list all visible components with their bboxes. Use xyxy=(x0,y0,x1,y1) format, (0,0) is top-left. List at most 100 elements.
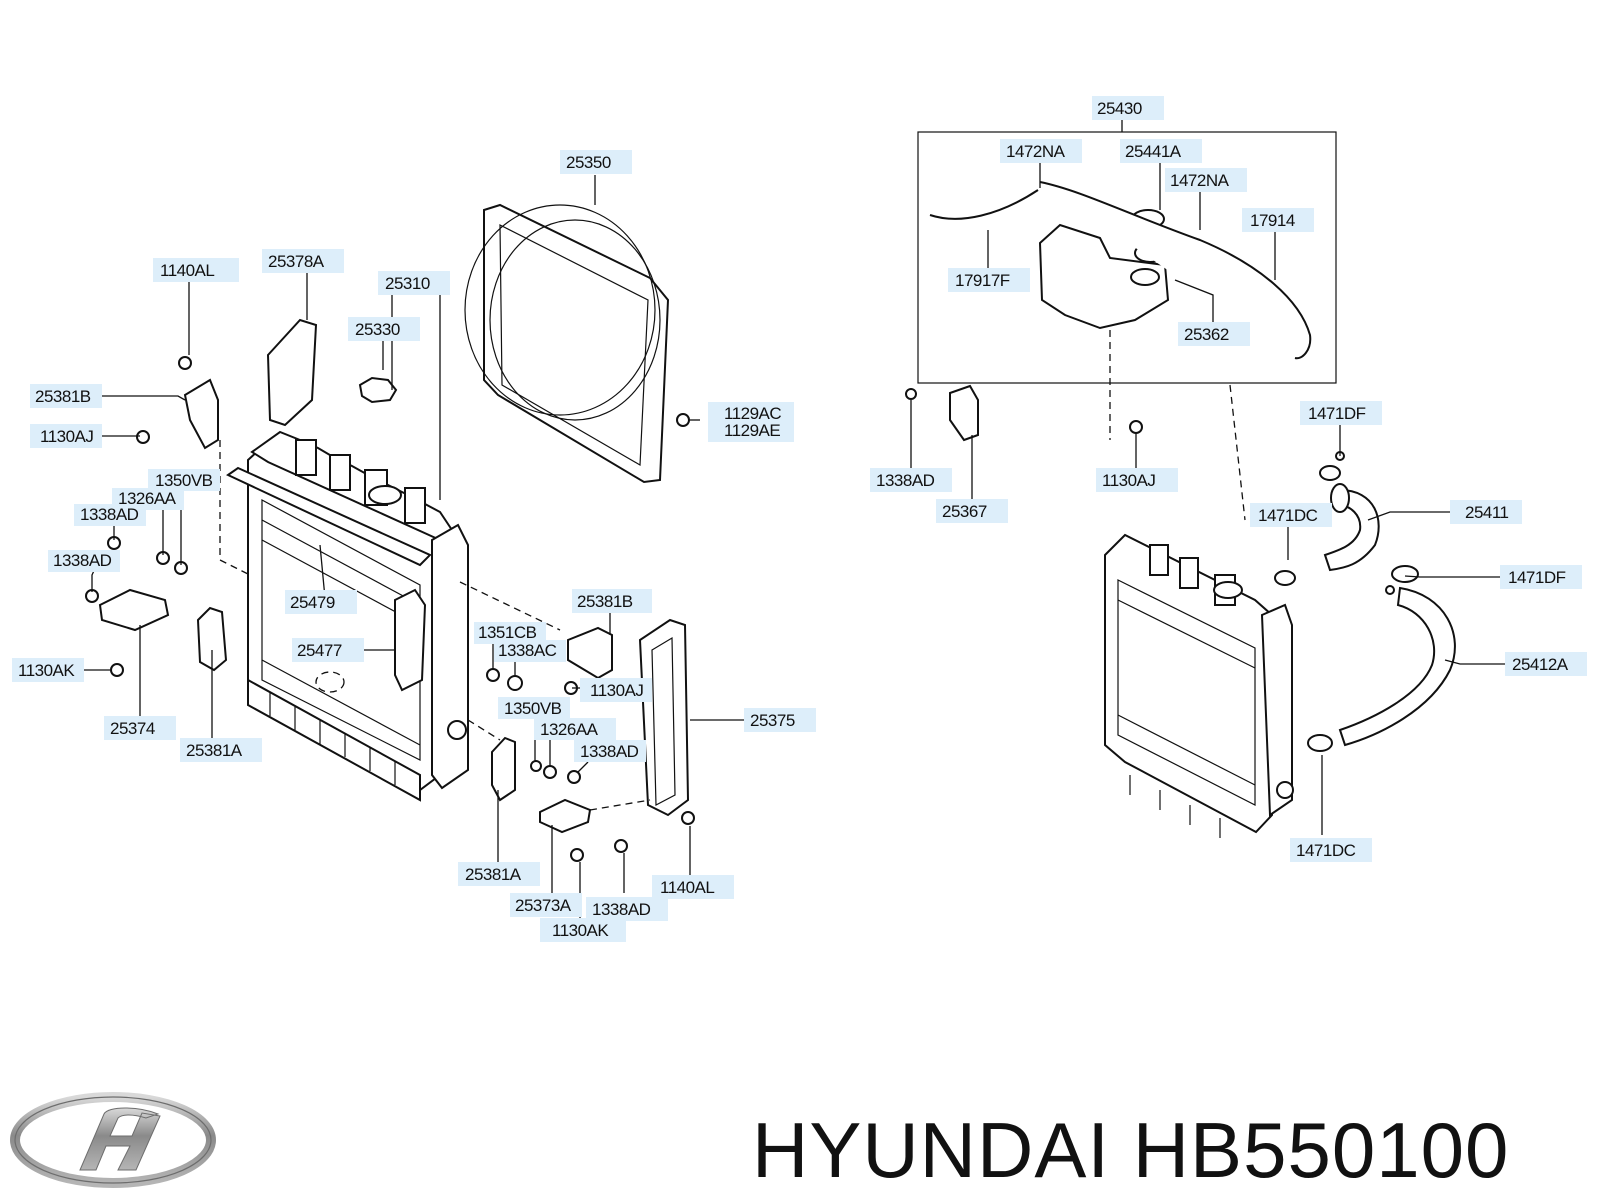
callout-1472NA-a: 1472NA xyxy=(1000,139,1082,163)
svg-text:25310: 25310 xyxy=(385,274,430,293)
svg-text:1338AD: 1338AD xyxy=(876,471,935,490)
svg-text:1326AA: 1326AA xyxy=(118,489,177,508)
callout-25479: 25479 xyxy=(285,590,357,614)
callout-1471DF-a: 1471DF xyxy=(1300,401,1382,425)
callout-25441A: 25441A xyxy=(1120,139,1202,163)
callout-25378A: 25378A xyxy=(262,249,344,273)
svg-text:1471DF: 1471DF xyxy=(1308,404,1366,423)
callout-25374: 25374 xyxy=(104,716,176,740)
svg-text:25381B: 25381B xyxy=(35,387,91,406)
svg-text:25374: 25374 xyxy=(110,719,155,738)
svg-text:1140AL: 1140AL xyxy=(160,261,214,280)
callout-17917F: 17917F xyxy=(948,268,1030,292)
leader-lines xyxy=(76,118,1510,918)
svg-text:17914: 17914 xyxy=(1250,211,1295,230)
svg-text:25479: 25479 xyxy=(290,593,335,612)
svg-text:1338AD: 1338AD xyxy=(592,900,651,919)
svg-text:1130AK: 1130AK xyxy=(18,661,75,680)
callout-25381B-b: 25381B xyxy=(572,589,652,613)
svg-text:1351CB: 1351CB xyxy=(478,623,537,642)
svg-text:25477: 25477 xyxy=(297,641,342,660)
callout-25367: 25367 xyxy=(936,499,1008,523)
svg-text:1338AD: 1338AD xyxy=(53,551,112,570)
svg-text:1471DC: 1471DC xyxy=(1258,506,1318,525)
callout-25310: 25310 xyxy=(378,271,450,295)
callout-25412A: 25412A xyxy=(1505,652,1587,676)
svg-text:25412A: 25412A xyxy=(1512,655,1569,674)
callout-1130AJ-a: 1130AJ xyxy=(30,424,102,448)
callout-1326AA-b: 1326AA xyxy=(534,718,616,740)
callout-25330: 25330 xyxy=(348,317,420,341)
brand-part-number: HYUNDAI HB550100 xyxy=(752,1106,1510,1194)
callout-25350: 25350 xyxy=(560,150,632,174)
svg-text:1130AJ: 1130AJ xyxy=(1102,471,1155,490)
callout-1338AC: 1338AC xyxy=(494,640,566,662)
callout-1130AK-b: 1130AK xyxy=(540,918,626,942)
svg-text:25362: 25362 xyxy=(1184,325,1229,344)
svg-text:25367: 25367 xyxy=(942,502,987,521)
svg-text:1129AE: 1129AE xyxy=(724,421,780,440)
svg-text:25350: 25350 xyxy=(566,153,611,172)
svg-text:1338AC: 1338AC xyxy=(498,641,557,660)
callout-1472NA-b: 1472NA xyxy=(1165,168,1247,192)
callout-1338AD-a: 1338AD xyxy=(74,504,146,526)
callout-25381A-b: 25381A xyxy=(458,862,540,886)
callout-25477: 25477 xyxy=(292,638,364,662)
svg-text:1472NA: 1472NA xyxy=(1170,171,1230,190)
callout-1338AD-c: 1338AD xyxy=(574,740,646,762)
svg-text:1350VB: 1350VB xyxy=(504,699,562,718)
brackets-left xyxy=(85,318,695,862)
svg-text:25330: 25330 xyxy=(355,320,400,339)
svg-text:25381B: 25381B xyxy=(577,592,633,611)
svg-text:1140AL: 1140AL xyxy=(660,878,714,897)
svg-text:17917F: 17917F xyxy=(955,271,1010,290)
svg-text:1350VB: 1350VB xyxy=(155,471,213,490)
callout-25381A-a: 25381A xyxy=(180,738,262,762)
svg-text:1326AA: 1326AA xyxy=(540,720,599,739)
callout-1350VB-b: 1350VB xyxy=(498,697,570,719)
svg-text:25381A: 25381A xyxy=(186,741,243,760)
callout-1471DF-b: 1471DF xyxy=(1500,565,1582,589)
callout-1338AD-r: 1338AD xyxy=(870,468,952,492)
callout-1351CB: 1351CB xyxy=(474,622,546,644)
hyundai-logo-icon xyxy=(10,1092,216,1188)
radiator-assembly-right xyxy=(1104,533,1294,838)
callout-25375: 25375 xyxy=(744,708,816,732)
svg-text:25411: 25411 xyxy=(1465,503,1509,522)
svg-text:25373A: 25373A xyxy=(515,896,572,915)
svg-text:1338AD: 1338AD xyxy=(580,742,639,761)
svg-text:25378A: 25378A xyxy=(268,252,325,271)
callout-1350VB-a: 1350VB xyxy=(148,469,220,491)
svg-text:1472NA: 1472NA xyxy=(1006,142,1066,161)
svg-text:1338AD: 1338AD xyxy=(80,505,139,524)
callout-1140AL-a: 1140AL xyxy=(153,258,239,282)
callout-1140AL-b: 1140AL xyxy=(652,875,734,899)
callout-1129AC: 1129AC xyxy=(708,402,794,424)
svg-text:25430: 25430 xyxy=(1097,99,1142,118)
callout-1130AJ-b: 1130AJ xyxy=(580,678,652,702)
reservoir-box xyxy=(905,131,1337,521)
callout-25430: 25430 xyxy=(1092,96,1164,120)
svg-text:1130AJ: 1130AJ xyxy=(590,681,643,700)
svg-text:25381A: 25381A xyxy=(465,865,522,884)
hoses-right xyxy=(1274,451,1456,752)
callout-25381B-a: 25381B xyxy=(30,384,102,408)
svg-text:25441A: 25441A xyxy=(1125,142,1182,161)
svg-text:1130AJ: 1130AJ xyxy=(40,427,93,446)
fan-shroud xyxy=(464,203,670,484)
callout-25411: 25411 xyxy=(1450,500,1522,524)
callout-25373A: 25373A xyxy=(510,893,582,917)
svg-text:1130AK: 1130AK xyxy=(552,921,609,940)
callout-1471DC-b: 1471DC xyxy=(1290,838,1372,862)
callout-25362: 25362 xyxy=(1178,322,1250,346)
callout-1338AD-b: 1338AD xyxy=(48,550,120,572)
callout-1338AD-d: 1338AD xyxy=(586,897,668,921)
callout-1130AJ-r: 1130AJ xyxy=(1096,468,1178,492)
callout-1130AK-a: 1130AK xyxy=(12,658,84,682)
svg-text:25375: 25375 xyxy=(750,711,795,730)
radiator-assembly-left xyxy=(226,376,469,802)
callout-17914: 17914 xyxy=(1242,208,1314,232)
callout-1129AE: 1129AE xyxy=(708,420,794,442)
svg-text:1471DF: 1471DF xyxy=(1508,568,1566,587)
